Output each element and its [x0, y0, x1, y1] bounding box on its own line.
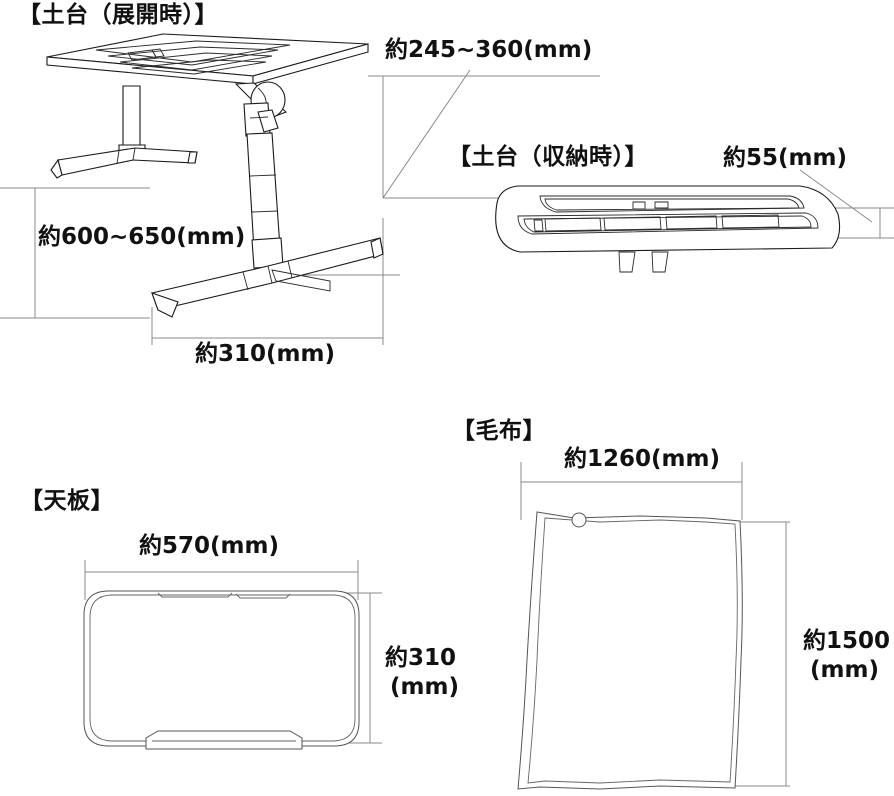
dimension-base-expanded-depth: 約245~360(mm) [385, 37, 593, 63]
dimension-base-folded-thickness: 約55(mm) [723, 145, 847, 171]
blanket-art [517, 511, 743, 790]
dimension-base-expanded-height: 約600~650(mm) [38, 224, 246, 250]
folded-base-art [495, 185, 841, 273]
dimension-tabletop-depth-line1: 約310 [385, 645, 457, 671]
dimension-blanket-length-line1: 約1500 [803, 628, 891, 654]
section-header-tabletop: 【天板】 [20, 488, 114, 514]
base-expanded-dimension-lines [0, 69, 600, 345]
expanded-base-main-column-art [246, 132, 284, 269]
tabletop-art [83, 590, 360, 750]
blanket-dimension-lines [520, 462, 790, 787]
dimension-blanket-width: 約1260(mm) [564, 446, 720, 472]
expanded-base-short-leg-art [50, 85, 198, 179]
expanded-base-pivot-joint-art [234, 81, 288, 137]
section-header-base-expanded: 【土台（展開時）】 [18, 2, 218, 28]
section-header-base-folded: 【土台（収納時）】 [448, 144, 648, 170]
base-folded-dimension-lines [799, 169, 894, 239]
dimension-base-expanded-width: 約310(mm) [195, 341, 335, 367]
section-header-blanket: 【毛布】 [452, 418, 546, 444]
dimension-tabletop-depth-line2: (mm) [390, 674, 459, 700]
dimension-tabletop-width: 約570(mm) [139, 533, 279, 559]
dimension-blanket-length-line2: (mm) [810, 657, 879, 683]
expanded-base-tabletop-art [46, 33, 369, 85]
expanded-base-bottom-foot-art [151, 237, 384, 318]
